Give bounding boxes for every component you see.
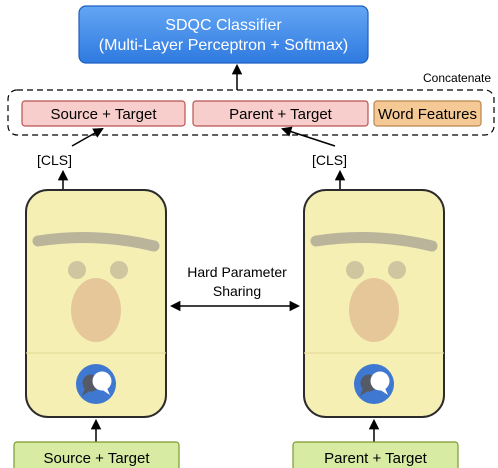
left-bert-icon <box>25 189 167 418</box>
concat-part-parent-target: Parent + Target <box>192 100 369 127</box>
right-input-box: Parent + Target <box>292 441 459 468</box>
eye-icon <box>388 261 406 279</box>
nose-icon <box>71 278 121 342</box>
sharing-label-line2: Sharing <box>213 283 261 299</box>
concat-part-source-target: Source + Target <box>21 100 186 127</box>
classifier-box: SDQC Classifier (Multi-Layer Perceptron … <box>78 5 369 64</box>
concatenate-label: Concatenate <box>423 71 491 85</box>
classifier-title: SDQC Classifier <box>165 17 282 34</box>
chat-bubbles-icon <box>76 364 116 404</box>
brow-icon <box>32 231 160 252</box>
left-input-box: Source + Target <box>13 441 180 468</box>
left-cls-arrow <box>71 127 104 147</box>
concat-part-label: Source + Target <box>50 106 157 123</box>
sharing-label-line1: Hard Parameter <box>187 264 287 280</box>
eye-icon <box>346 261 364 279</box>
concatenate-container <box>7 89 495 136</box>
chat-bubbles-icon <box>354 364 394 404</box>
left-cls-label: [CLS] <box>37 152 72 168</box>
concat-part-label: Parent + Target <box>229 106 333 123</box>
right-cls-arrow <box>281 126 336 147</box>
classifier-subtitle: (Multi-Layer Perceptron + Softmax) <box>99 37 348 54</box>
left-input-label: Source + Target <box>43 450 150 467</box>
eye-icon <box>110 261 128 279</box>
concat-part-word-features: Word Features <box>373 100 482 127</box>
right-cls-label: [CLS] <box>312 152 347 168</box>
brow-icon <box>310 231 438 252</box>
right-bert-icon <box>303 189 445 418</box>
right-input-label: Parent + Target <box>324 450 428 467</box>
nose-icon <box>349 278 399 342</box>
eye-icon <box>68 261 86 279</box>
concat-part-label: Word Features <box>378 106 477 123</box>
